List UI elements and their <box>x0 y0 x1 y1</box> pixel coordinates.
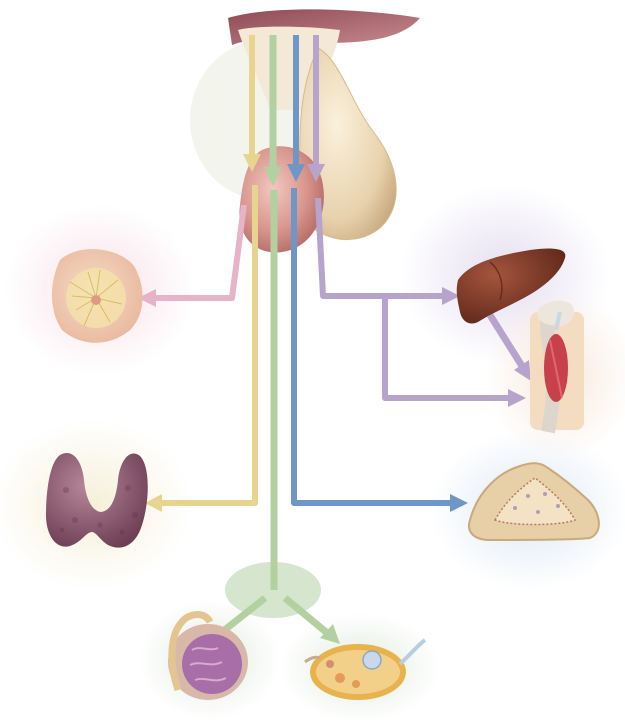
mammary-gland-icon <box>52 249 143 343</box>
muscle-bone-icon <box>530 301 584 432</box>
nipple <box>91 295 101 305</box>
ovarian-follicle <box>363 651 381 669</box>
